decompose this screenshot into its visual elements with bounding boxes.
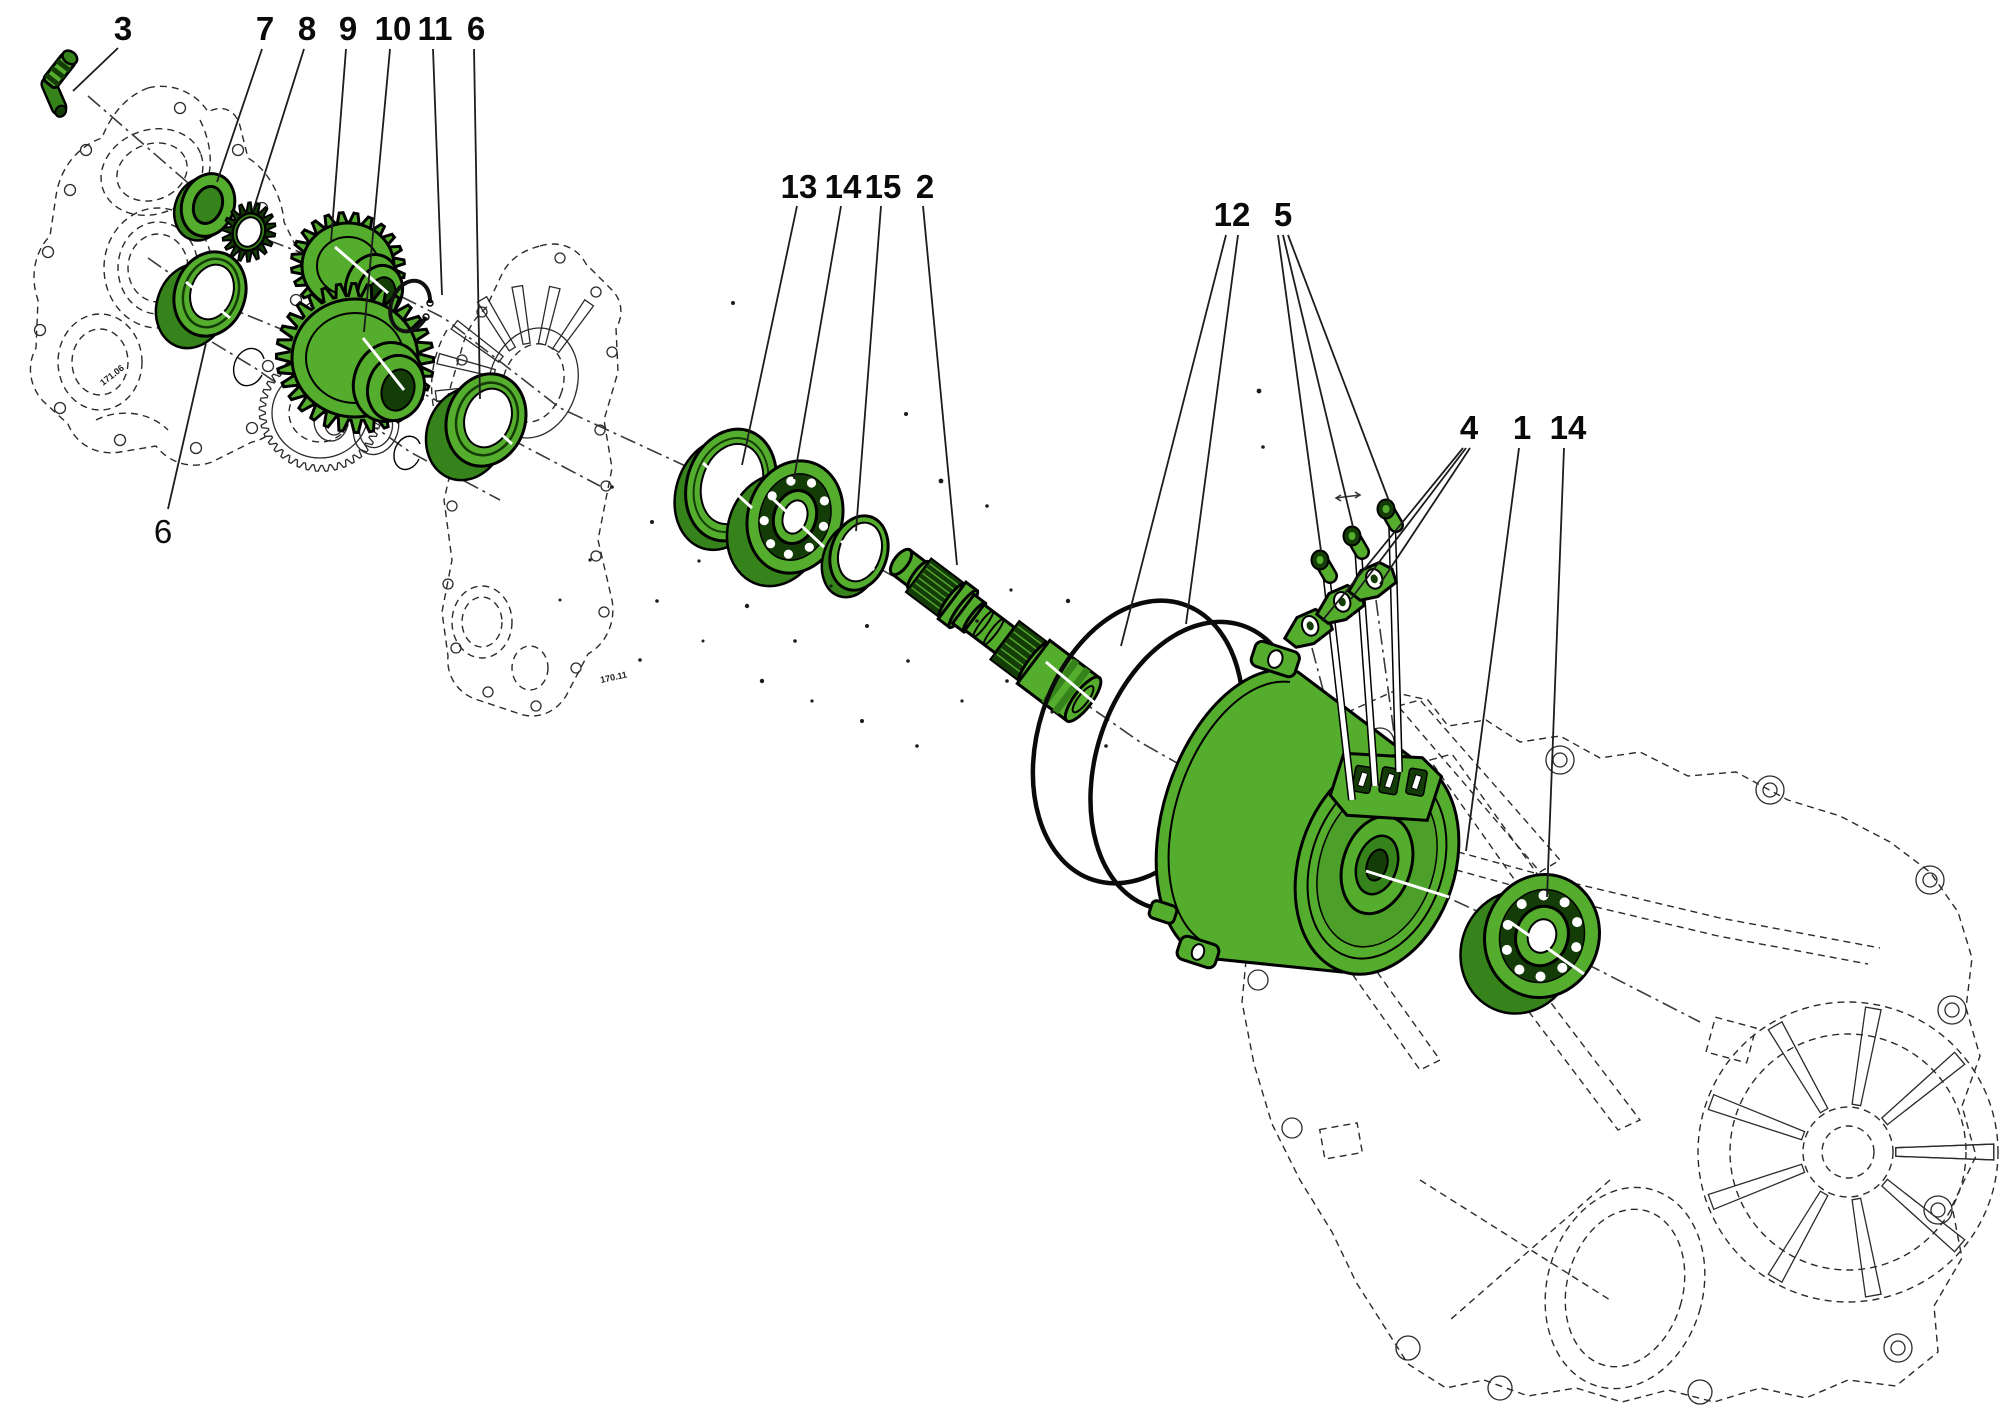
electric-motor-1	[1147, 639, 1461, 976]
leader-line-15	[855, 205, 882, 532]
leader-line-12	[1185, 234, 1239, 625]
bolt-5b	[1342, 525, 1370, 560]
callout-12-11[interactable]: 12	[1214, 196, 1251, 233]
callout-7-1[interactable]: 7	[256, 10, 274, 47]
callout-10-4[interactable]: 10	[375, 10, 412, 47]
bearing-ball	[1571, 942, 1582, 953]
bearing-ball	[1501, 944, 1512, 955]
bearing-ball	[818, 521, 829, 531]
leader-line-5	[1277, 234, 1322, 552]
alignment-lines	[185, 245, 1585, 976]
spacing-arrow	[1334, 491, 1362, 502]
leader-line-14	[793, 205, 842, 480]
bearing-ball	[1572, 917, 1583, 928]
callout-6-16[interactable]: 6	[154, 513, 172, 550]
leader-line-3	[72, 47, 119, 92]
callout-13-7[interactable]: 13	[781, 168, 818, 205]
rotor-shaft-2	[888, 547, 1103, 723]
plate-marking: 171.06	[98, 363, 126, 388]
serrated-washer-8	[221, 201, 277, 263]
spoke	[1707, 1163, 1806, 1211]
spoke	[537, 285, 561, 346]
bearing-ball	[1514, 964, 1525, 975]
leader-line-14	[1546, 447, 1565, 898]
spoke	[1880, 1178, 1966, 1253]
plate-marking: 170.11	[599, 670, 628, 685]
bearing-ball	[767, 491, 777, 501]
bearing-ball	[1559, 897, 1570, 908]
bearing-ball	[759, 516, 769, 526]
callout-9-3[interactable]: 9	[339, 10, 357, 47]
callout-3-0[interactable]: 3	[114, 10, 132, 47]
spoke	[450, 319, 504, 364]
leader-line-4	[1379, 447, 1471, 585]
callout-2-10[interactable]: 2	[916, 168, 934, 205]
leader-line-4	[1350, 447, 1467, 600]
leader-line-12	[1120, 234, 1227, 647]
leader-line-6	[167, 342, 207, 510]
bearing-ball	[1516, 899, 1527, 910]
spoke	[511, 284, 531, 346]
spoke	[476, 295, 517, 352]
spoke	[1880, 1051, 1966, 1126]
leader-line-8	[252, 48, 305, 212]
callout-14-8[interactable]: 14	[825, 168, 862, 205]
leader-line-9	[330, 48, 347, 243]
callout-1-14[interactable]: 1	[1513, 409, 1531, 446]
spoke	[1895, 1143, 1995, 1161]
spoke	[1767, 1190, 1829, 1284]
motor-lug-top	[1249, 639, 1301, 679]
motor-lug-small	[1147, 899, 1179, 925]
speckles	[558, 301, 1265, 748]
callout-14-15[interactable]: 14	[1550, 409, 1587, 446]
callout-5-12[interactable]: 5	[1274, 196, 1292, 233]
callout-8-2[interactable]: 8	[298, 10, 316, 47]
callout-15-9[interactable]: 15	[865, 168, 902, 205]
leader-line-5	[1287, 234, 1390, 502]
motor-lug-bottom	[1175, 934, 1221, 970]
terminal-block	[1328, 751, 1444, 822]
tapered-bearing-6-right	[424, 372, 528, 482]
bearing-ball	[806, 478, 817, 488]
bearing-ball	[1557, 962, 1568, 973]
spoke	[1767, 1020, 1829, 1114]
main-gear-10	[275, 281, 435, 435]
leader-line-10	[363, 48, 391, 333]
bearing-ball	[819, 496, 830, 506]
spoked-wheel-ghost	[1697, 1001, 1999, 1303]
bolt-5a	[1310, 549, 1338, 584]
bolt-5c	[1376, 498, 1404, 533]
seal-ring-7	[172, 172, 237, 242]
bearing-ball	[1538, 890, 1549, 901]
motor-front-face	[1293, 751, 1461, 976]
tapered-bearing-6-left	[154, 250, 248, 350]
ball-bearing-14-mid	[725, 459, 845, 588]
leader-line-11	[432, 48, 443, 296]
bearing-ball	[783, 549, 794, 559]
leader-line-6	[473, 48, 481, 400]
callout-11-5[interactable]: 11	[418, 10, 453, 47]
bearing-ball	[804, 542, 814, 552]
leader-line-13	[741, 205, 798, 466]
bearing-ball	[1535, 971, 1546, 982]
callout-6-6[interactable]: 6	[467, 10, 485, 47]
bearing-ball	[766, 539, 776, 549]
leader-line-1	[1465, 447, 1520, 852]
spoke	[1851, 1006, 1882, 1107]
ball-bearing-14-right	[1459, 872, 1601, 1015]
spoke	[1707, 1093, 1806, 1141]
callout-4-13[interactable]: 4	[1460, 409, 1479, 446]
leader-line-2	[922, 205, 958, 566]
spoke	[1851, 1197, 1882, 1298]
spoke	[436, 352, 497, 378]
leader-line-7	[216, 48, 263, 183]
spoke	[552, 298, 595, 354]
shim-ring-15	[820, 514, 890, 599]
leader-line-4	[1321, 447, 1464, 622]
leader-line-5	[1282, 234, 1354, 528]
snap-ring-11	[388, 278, 434, 334]
breather-valve	[40, 49, 79, 118]
